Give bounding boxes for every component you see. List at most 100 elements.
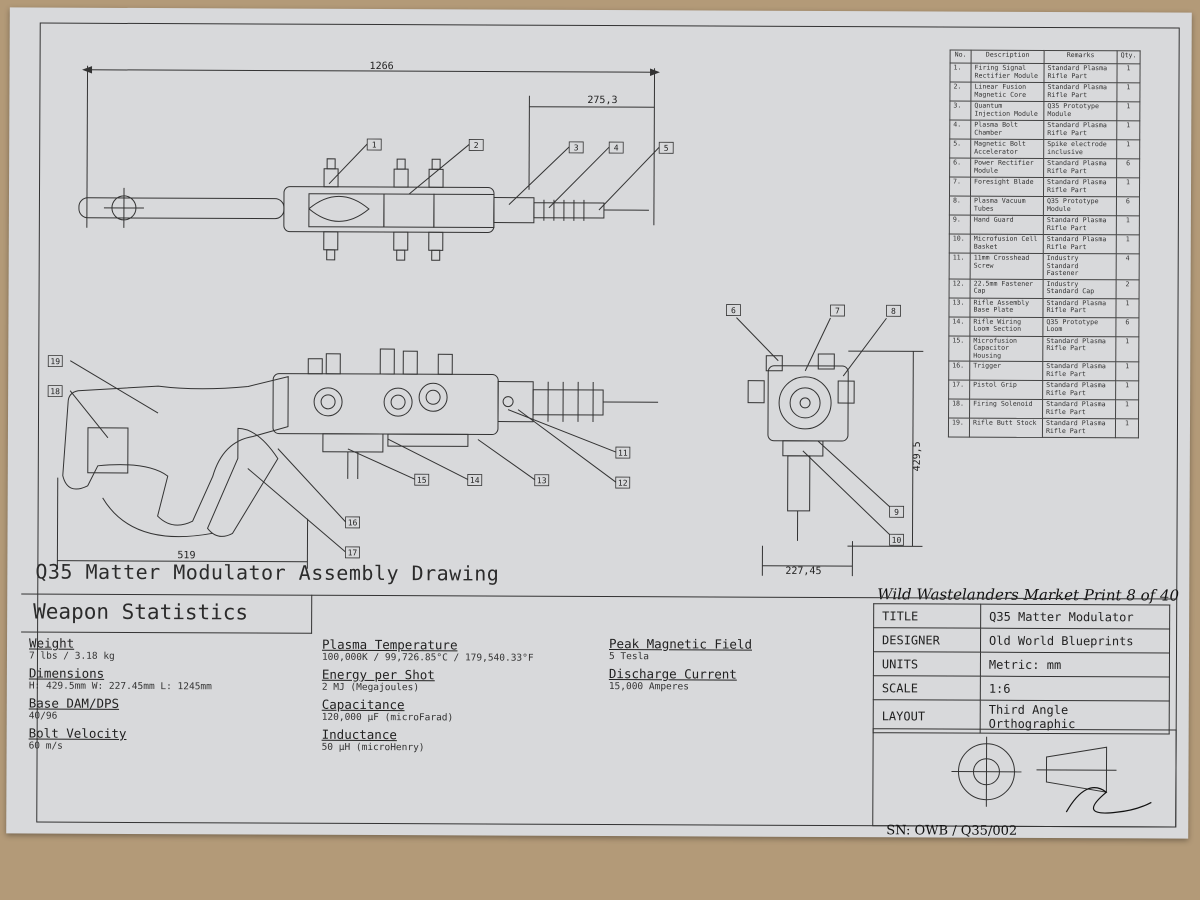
col-header-qty: Qty. [1117,50,1141,64]
parts-cell-no: 6. [949,158,971,178]
col-header-description: Description [971,50,1045,64]
parts-cell-desc: Plasma Vacuum Tubes [970,196,1044,216]
stat-label: Dimensions [28,665,105,681]
parts-cell-desc: Power Rectifier Module [970,158,1044,178]
callout-label: 14 [470,476,480,485]
parts-cell-rem: Standard Plasma Rifle Part [1042,335,1116,362]
parts-cell-rem: Standard Plasma Rifle Part [1043,177,1117,197]
parts-cell-desc: Microfusion Cell Basket [970,234,1044,254]
title-block-value: Metric: mm [980,652,1170,677]
stat-value: 5 Tesla [608,651,650,663]
callout-label: 13 [537,476,547,485]
side-view [56,348,659,569]
dim-side-stock: 519 [177,550,195,561]
parts-cell-qty: 6 [1116,158,1140,178]
parts-cell-qty: 1 [1116,120,1140,140]
parts-cell-qty: 1 [1116,234,1140,254]
parts-cell-no: 10. [949,234,971,254]
callout-label: 3 [574,143,579,152]
callout-box [345,516,360,529]
callout-box [889,533,904,546]
parts-cell-desc: Microfusion Capacitor Housing [969,335,1043,362]
title-block-symbol-box [872,728,1177,828]
parts-cell-desc: Linear Fusion Magnetic Core [970,82,1044,102]
print-number-note: Wild Wastelanders Market Print 8 of 40 [877,585,1180,605]
callout-box [414,473,430,486]
stat-label: Inductance [321,726,397,743]
parts-cell-no: 18. [948,399,970,419]
parts-cell-desc: Rifle Assembly Base Plate [969,297,1044,317]
parts-cell-no: 7. [949,177,971,197]
parts-cell-desc: Rifle Wiring Loom Section [969,316,1043,336]
projection-symbol [951,736,1152,814]
parts-cell-rem: Standard Plasma Rifle Part [1042,399,1116,419]
callout-box [534,474,550,487]
callout-box [366,138,382,151]
parts-cell-no: 8. [949,196,971,216]
callout-label: 16 [348,518,358,527]
stat-label: Bolt Velocity [28,725,127,741]
parts-cell-rem: Standard Plasma Rifle Part [1042,380,1116,400]
top-view [78,65,660,261]
parts-cell-desc: Foresight Blade [970,177,1044,197]
col-header-no: No. [950,50,972,64]
parts-cell-desc: Firing Solenoid [969,399,1043,419]
callout-box [568,141,584,154]
parts-cell-qty: 1 [1116,101,1140,121]
parts-cell-rem: Industry Standard Fastener [1043,253,1117,280]
callout-box [886,304,901,317]
callout-label: 5 [664,144,669,153]
parts-cell-rem: Q35 Prototype Loom [1042,316,1116,337]
title-block-value: Old World Blueprints [980,628,1170,653]
parts-cell-no: 5. [949,139,971,159]
stat-value: 7 lbs / 3.18 kg [28,650,115,662]
parts-cell-desc: 22.5mm Fastener Cap [970,278,1044,298]
callout-label: 19 [50,357,60,366]
dim-top-barrel: 275,3 [587,95,617,106]
parts-cell-rem: Standard Plasma Rifle Part [1042,297,1117,318]
stat-value: 50 μH (microHenry) [321,741,425,754]
stat-label: Plasma Temperature [321,636,458,653]
parts-cell-qty: 1 [1116,215,1140,235]
title-block-key: SCALE [873,675,981,701]
callout-box [615,446,631,459]
callout-label: 11 [618,449,628,458]
parts-cell-no: 17. [948,380,970,400]
parts-list-header: No. Description Remarks Qty. [950,50,1141,64]
stat-label: Peak Magnetic Field [609,636,753,652]
stat-label: Weight [29,635,75,651]
parts-cell-rem: Standard Plasma Rifle Part [1043,82,1117,102]
callout-label: 17 [348,548,358,557]
parts-cell-qty: 1 [1115,298,1139,318]
callout-box [47,385,63,398]
parts-cell-qty: 1 [1115,336,1139,362]
callout-label: 18 [50,387,60,396]
callout-label: 7 [835,307,840,316]
parts-cell-desc: 11mm Crosshead Screw [970,253,1044,279]
parts-cell-desc: Rifle Butt Stock [969,418,1043,438]
callout-box [467,474,483,486]
callout-label: 1 [372,141,377,150]
parts-cell-rem: Standard Plasma Rifle Part [1043,234,1117,254]
parts-cell-qty: 1 [1116,177,1140,197]
weapon-stats-heading: Weapon Statistics [33,599,249,625]
parts-cell-desc: Magnetic Bolt Accelerator [970,139,1044,159]
callout-label: 12 [618,479,628,488]
title-block-key: UNITS [873,651,981,677]
